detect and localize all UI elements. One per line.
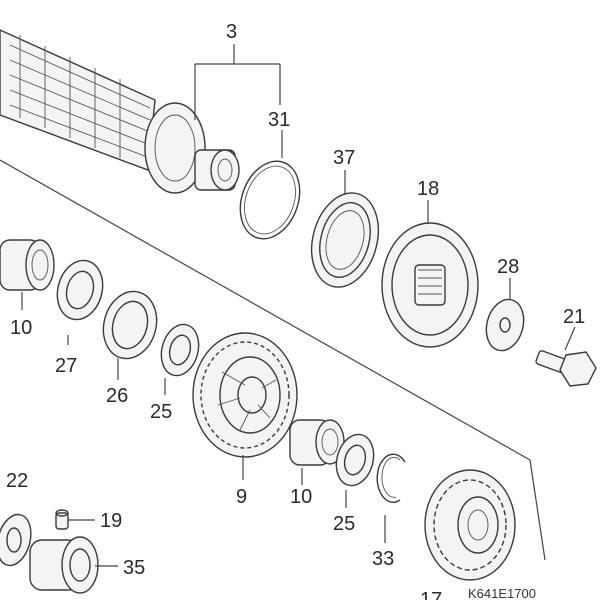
callout-31: 31: [268, 109, 290, 131]
circlip-31: [239, 160, 301, 240]
needle-bearing-10-left: [0, 239, 55, 291]
callout-37: 37: [333, 147, 355, 169]
assembly-frame-lines: [0, 159, 546, 561]
callout-labels: 3 31 37 18 28 21 10 27 26 25 9 10 25 33 …: [6, 21, 585, 600]
mainshaft: [0, 29, 240, 194]
spline-washer-27: [56, 259, 104, 321]
sprocket-18: [381, 222, 479, 348]
callout-22: 22: [6, 470, 28, 492]
callout-21: 21: [563, 306, 585, 328]
callout-33: 33: [372, 548, 394, 570]
gear-9: [192, 332, 298, 458]
washer-22: [0, 513, 32, 567]
callout-9: 9: [236, 486, 247, 508]
washer-28: [485, 298, 525, 352]
callout-35: 35: [123, 557, 145, 579]
dowel-pin-19: [55, 509, 69, 530]
gear-17: [424, 469, 516, 581]
callout-10-left: 10: [10, 317, 32, 339]
needle-bearing-10-middle: [289, 419, 345, 466]
callout-26: 26: [106, 385, 128, 407]
spline-washer-25-left: [160, 323, 200, 377]
diagram-code: K641E1700: [468, 586, 536, 600]
callout-19: 19: [100, 510, 122, 532]
oil-seal-37: [310, 192, 380, 288]
bolt-21: [535, 350, 597, 387]
callout-10-middle: 10: [290, 486, 312, 508]
leader-lines: [21, 44, 576, 567]
callout-17: 17: [420, 589, 442, 600]
callout-27: 27: [55, 355, 77, 377]
callout-25-left: 25: [150, 401, 172, 423]
lock-washer-26: [102, 290, 158, 360]
callout-28: 28: [497, 256, 519, 278]
bearing-35: [29, 536, 99, 594]
callout-25-right: 25: [333, 513, 355, 535]
callout-18: 18: [417, 178, 439, 200]
spline-washer-25-right: [335, 433, 375, 487]
snap-ring-33: [376, 453, 406, 503]
callout-3: 3: [226, 21, 237, 43]
